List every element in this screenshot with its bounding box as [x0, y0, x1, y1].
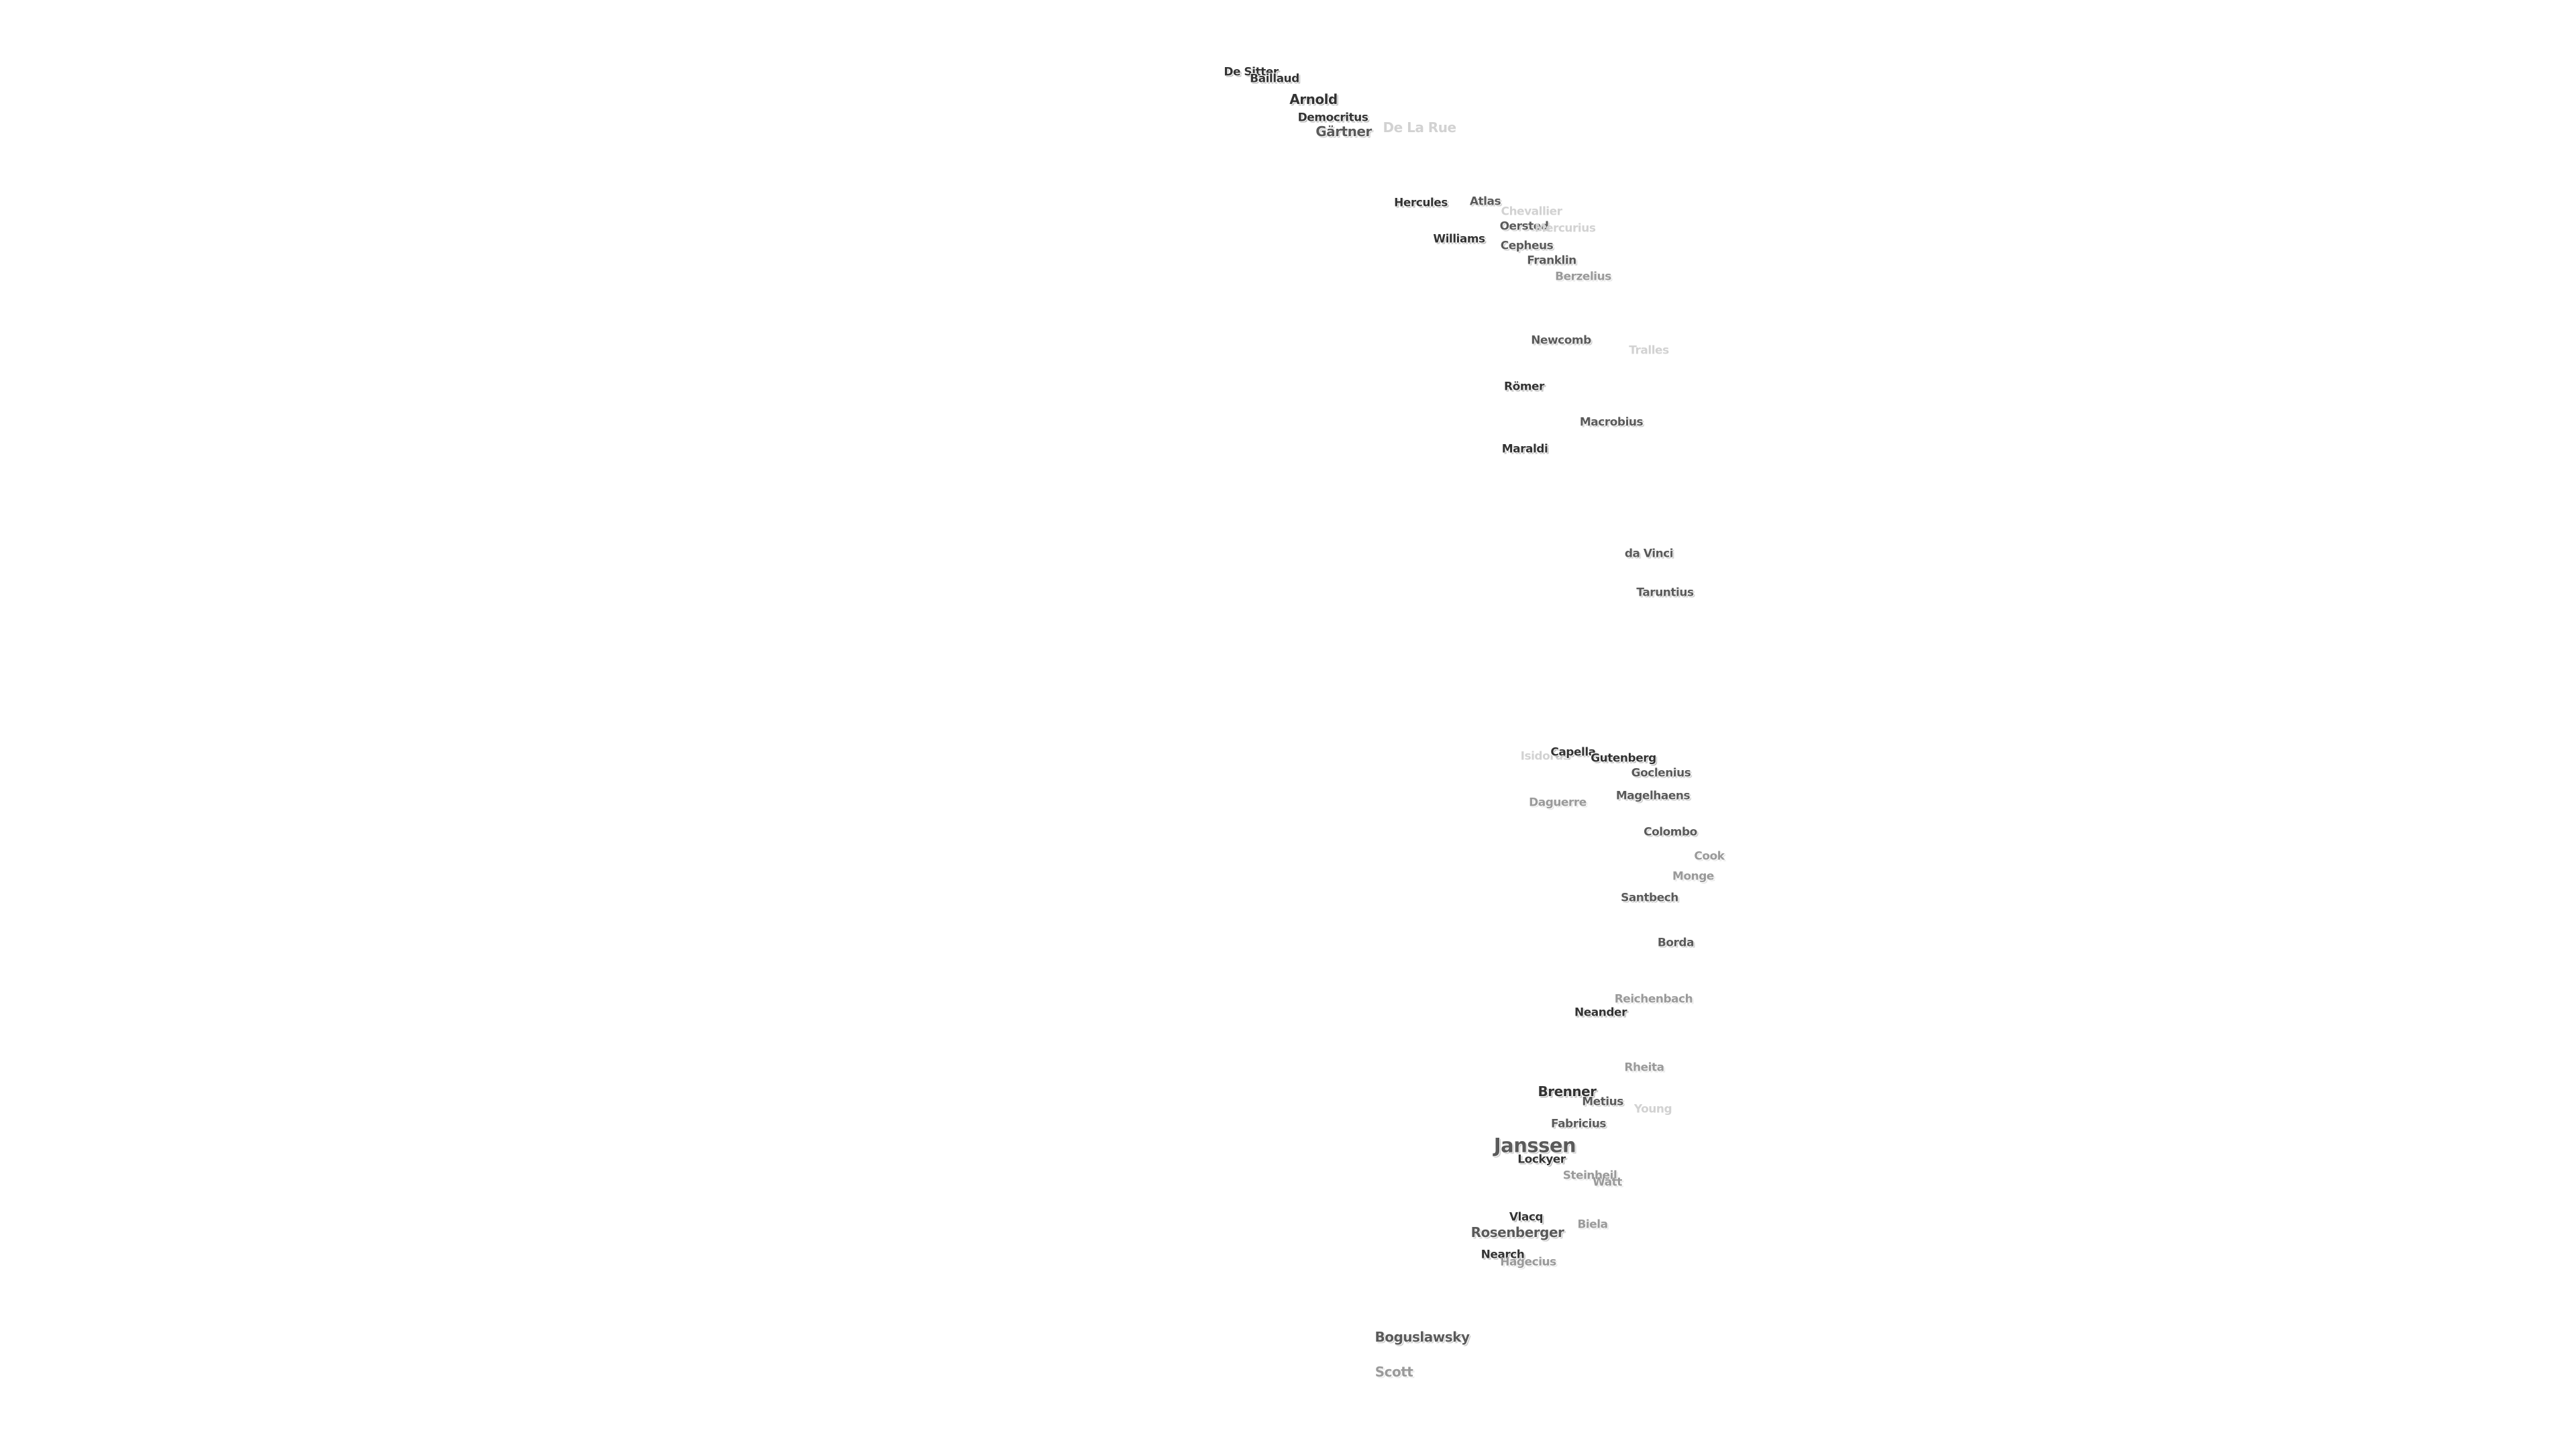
crater-label: Oersted	[1499, 219, 1549, 233]
crater-label: Reichenbach	[1614, 992, 1693, 1006]
crater-label: Atlas	[1469, 195, 1501, 209]
crater-label: Hercules	[1394, 196, 1448, 210]
crater-label: Borda	[1657, 936, 1695, 950]
crater-label: Chevallier	[1501, 205, 1562, 219]
crater-label: Nearch	[1481, 1248, 1525, 1262]
crater-label: Lockyer	[1517, 1152, 1566, 1167]
crater-label: Cook	[1694, 849, 1725, 863]
crater-label: Rosenberger	[1470, 1224, 1564, 1240]
crater-label: Gutenberg	[1591, 751, 1656, 765]
crater-label: Cepheus	[1500, 239, 1554, 253]
crater-label: Gärtner	[1316, 123, 1372, 140]
crater-label: Baillaud	[1250, 72, 1299, 86]
crater-label: Newcomb	[1531, 333, 1591, 347]
crater-label: De Sitter	[1224, 65, 1279, 79]
crater-label: Berzelius	[1555, 270, 1611, 284]
crater-label: Mercurius	[1534, 221, 1596, 235]
crater-label: da Vinci	[1624, 547, 1674, 561]
crater-label: Fabricius	[1550, 1117, 1607, 1131]
crater-label: Democritus	[1297, 111, 1368, 125]
crater-label: Daguerre	[1529, 796, 1587, 810]
crater-label: Taruntius	[1636, 586, 1694, 600]
crater-label: Colombo	[1644, 825, 1697, 839]
crater-label: Tralles	[1629, 343, 1669, 358]
crater-label: De La Rue	[1383, 119, 1456, 136]
crater-label: Hagecius	[1500, 1255, 1556, 1269]
crater-label: Römer	[1504, 380, 1544, 394]
crater-label: Rheita	[1624, 1061, 1664, 1075]
crater-label: Magelhaens	[1615, 789, 1690, 803]
crater-label: Goclenius	[1631, 766, 1691, 780]
crater-label: Biela	[1577, 1218, 1608, 1232]
crater-label: Franklin	[1527, 254, 1576, 268]
crater-label: Steinheil	[1562, 1169, 1617, 1183]
crater-label: Monge	[1672, 869, 1714, 883]
crater-label: Santbech	[1621, 891, 1678, 905]
crater-label: Brenner	[1538, 1083, 1597, 1099]
crater-label: Arnold	[1289, 91, 1338, 107]
crater-label: Neander	[1574, 1006, 1627, 1020]
crater-label: Maraldi	[1501, 442, 1548, 456]
crater-label: Boguslawsky	[1375, 1329, 1470, 1345]
crater-label: Janssen	[1493, 1134, 1576, 1157]
crater-label: Metius	[1582, 1095, 1623, 1109]
crater-label: Williams	[1433, 232, 1485, 246]
crater-label: Scott	[1375, 1364, 1413, 1380]
crater-label: Macrobius	[1579, 415, 1644, 429]
crater-label: Young	[1633, 1102, 1672, 1116]
crater-label: Watt	[1593, 1175, 1622, 1189]
crater-label: Isidorus	[1520, 749, 1570, 763]
crater-label: Vlacq	[1509, 1210, 1544, 1224]
crater-label: Capella	[1550, 745, 1596, 759]
